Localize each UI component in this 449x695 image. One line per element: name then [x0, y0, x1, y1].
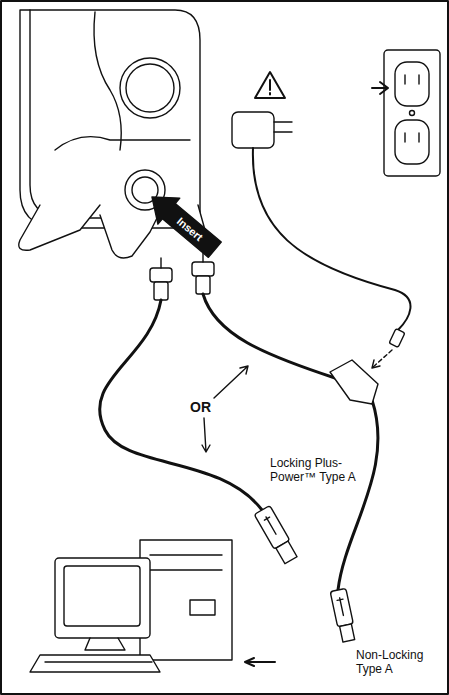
connector-label: Locking Plus-Power™ Type A: [270, 456, 360, 484]
or-label: OR: [190, 400, 211, 414]
connector-label: Non-Locking Type A: [356, 648, 442, 676]
